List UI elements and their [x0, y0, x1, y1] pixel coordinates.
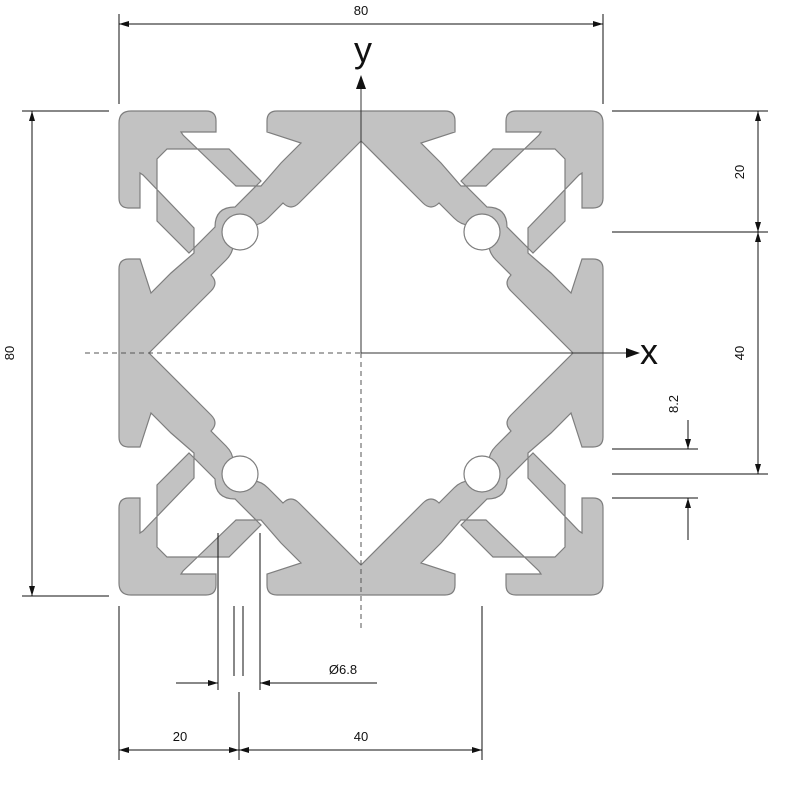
- y-axis-arrow: [356, 75, 366, 89]
- coordinate-axes: x y: [85, 29, 658, 630]
- dimension-right-side: 20 40: [612, 110, 768, 475]
- dimension-bottom-right-label: 40: [354, 729, 368, 744]
- mounting-hole-top-right: [463, 213, 501, 251]
- dimension-right-middle-label: 40: [732, 346, 747, 360]
- dimension-top-width: 80: [118, 3, 604, 104]
- dimension-left-height: 80: [2, 110, 109, 597]
- dimension-slot-width: 8.2: [612, 395, 698, 540]
- dimension-bottom-left-label: 20: [173, 729, 187, 744]
- x-axis-label: x: [640, 331, 658, 372]
- dimension-right-top-label: 20: [732, 165, 747, 179]
- mounting-hole-top-left: [221, 213, 259, 251]
- dimension-slot-width-label: 8.2: [666, 395, 681, 413]
- dimension-top-width-label: 80: [354, 3, 368, 18]
- x-axis-arrow: [626, 348, 640, 358]
- dimension-hole-diameter-label: Ø6.8: [329, 662, 357, 677]
- y-axis-label: y: [354, 29, 372, 70]
- mounting-hole-bottom-left: [221, 455, 259, 493]
- mounting-hole-bottom-right: [463, 455, 501, 493]
- profile-cross-section: [118, 110, 604, 596]
- dimension-bottom: 20 40: [118, 606, 483, 760]
- dimension-left-height-label: 80: [2, 346, 17, 360]
- dimension-hole-diameter: Ø6.8: [176, 533, 377, 690]
